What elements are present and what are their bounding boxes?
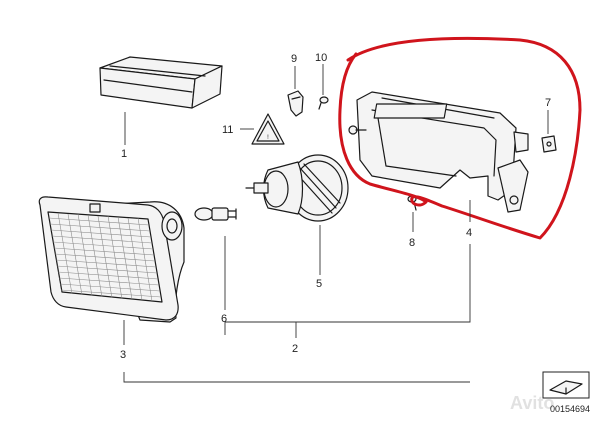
callout-9: 9 xyxy=(291,53,297,65)
part-3-lamp-housing xyxy=(38,196,185,323)
watermark: Avito xyxy=(510,393,554,413)
callout-10: 10 xyxy=(315,52,327,64)
leader-lines xyxy=(123,64,549,383)
callout-6: 6 xyxy=(221,313,227,325)
highlight-circle xyxy=(338,36,582,240)
callout-5: 5 xyxy=(316,278,322,290)
part-10-screw xyxy=(318,96,329,110)
callout-8: 8 xyxy=(409,237,415,249)
diagram-stamp-icon xyxy=(542,371,590,399)
part-1-cover-box xyxy=(99,56,223,109)
lens-grid xyxy=(48,212,162,302)
callout-11: 11 xyxy=(222,124,233,136)
part-5-socket xyxy=(245,154,349,222)
callout-7: 7 xyxy=(545,97,551,109)
callout-2: 2 xyxy=(292,343,298,355)
diagram-code: 00154694 xyxy=(549,404,590,414)
part-6-bulb xyxy=(194,207,237,221)
callout-labels: 1 2 3 4 5 6 7 8 9 10 11 xyxy=(120,52,551,361)
part-4-mounting-bracket xyxy=(348,91,529,213)
callout-3: 3 xyxy=(120,349,126,361)
callout-4: 4 xyxy=(466,227,472,239)
part-11-warning-label: ! xyxy=(251,113,285,145)
part-7-nut xyxy=(541,135,557,153)
svg-text:!: ! xyxy=(267,135,269,141)
callout-1: 1 xyxy=(121,148,127,160)
part-9-clip xyxy=(287,90,304,117)
